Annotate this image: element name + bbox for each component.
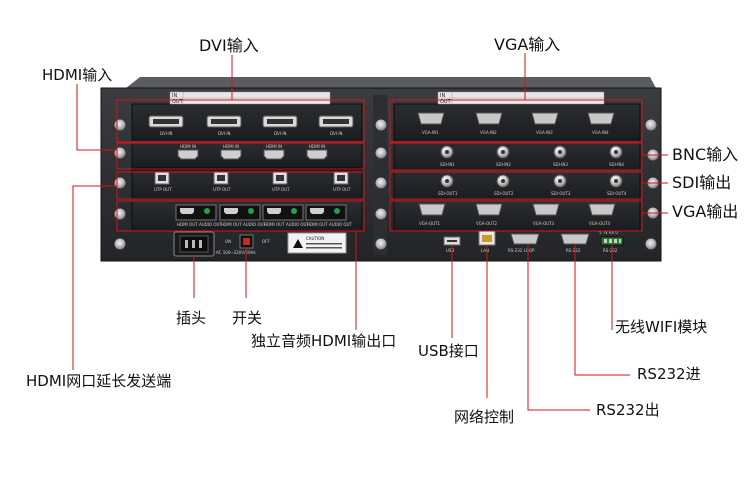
label-wifi: 无线WIFI模块 xyxy=(615,318,708,336)
hdmi-in-label-3: HDMI IN xyxy=(266,144,282,149)
usb-port-label: USB xyxy=(446,248,454,253)
vga-in-label-1: VGA-IN1 xyxy=(422,130,439,135)
wifi-port-label: RS-232 xyxy=(603,248,618,253)
vga-out-ports[interactable] xyxy=(418,203,616,216)
wifi-terminal[interactable] xyxy=(600,236,624,246)
sdi-in-label-1: SDI-IN1 xyxy=(440,162,455,167)
audio-out-label-2: AUDIO OUT xyxy=(243,222,266,227)
caution-title: CAUTION xyxy=(306,236,324,241)
sdi-in-label-2: SDI-IN2 xyxy=(496,162,511,167)
ac-rating-label: AC 100~220V/60Hz xyxy=(216,250,256,255)
hdmi-out-label-3: HDMI OUT xyxy=(264,222,285,227)
hdmi-in-label-1: HDMI IN xyxy=(180,144,196,149)
sdi-out-ports[interactable] xyxy=(440,174,623,188)
chassis-top xyxy=(126,77,656,88)
label-hdmi-in: HDMI输入 xyxy=(42,66,113,84)
audio-out-label-1: AUDIO OUT xyxy=(199,222,222,227)
hdmi-in-label-4: HDMI IN xyxy=(309,144,325,149)
label-sdi-out: SDI输出 xyxy=(672,173,732,192)
caution-sticker: CAUTION xyxy=(287,232,347,254)
label-hdmi-audio-out: 独立音频HDMI输出口 xyxy=(251,332,397,350)
dvi-label-2: DVI-IN xyxy=(218,131,231,136)
hdmi-out-ports[interactable] xyxy=(175,204,347,221)
dvi-label-4: DVI-IN xyxy=(330,131,343,136)
hdmi-out-label-1: HDMI OUT xyxy=(177,222,198,227)
vga-out-label-1: VGA-OUT1 xyxy=(419,221,441,226)
vga-in-label-3: VGA-IN3 xyxy=(536,130,553,135)
label-bnc-in: BNC输入 xyxy=(672,145,739,164)
vga-in-ports[interactable] xyxy=(417,112,615,125)
hdmi-out-label-2: HDMI OUT xyxy=(221,222,242,227)
label-vga-in: VGA输入 xyxy=(494,35,561,54)
label-rs232-in: RS232进 xyxy=(637,365,701,383)
label-net-ctrl: 网络控制 xyxy=(454,408,515,426)
sdi-out-card xyxy=(393,171,641,200)
vga-grid-in: IN xyxy=(440,93,445,99)
rs232-port[interactable] xyxy=(560,233,590,245)
svg-text:IN: IN xyxy=(172,93,177,99)
dvi-label-1: DVI-IN xyxy=(160,131,173,136)
dvi-ports[interactable] xyxy=(148,115,354,128)
label-vga-out: VGA输出 xyxy=(672,202,739,221)
sdi-out-label-1: SDI-OUT1 xyxy=(438,191,458,196)
lan-port-label: LAN xyxy=(481,248,489,253)
usb-port[interactable] xyxy=(443,236,461,246)
hdmi-in-ports[interactable] xyxy=(177,149,328,160)
utp-card xyxy=(131,169,363,200)
utp-ports[interactable] xyxy=(154,171,349,185)
label-hdmi-ext: HDMI网口延长发送端 xyxy=(26,372,172,390)
sdi-out-label-4: SDI-OUT4 xyxy=(607,191,627,196)
ttl-pin-label: 5 Tx Rx 0 xyxy=(599,230,618,235)
dvi-status-grid: IN OUT xyxy=(169,91,331,105)
label-rs232-out: RS232出 xyxy=(596,401,660,419)
hdmi-out-label-4: HDMI OUT xyxy=(307,222,328,227)
rs232-port-label: RS-232 xyxy=(566,248,581,253)
audio-out-label-4: AUDIO OUT xyxy=(329,222,352,227)
utp-label-1: UTP OUT xyxy=(154,187,172,192)
utp-label-4: UTP OUT xyxy=(333,187,351,192)
power-socket[interactable] xyxy=(173,231,215,257)
audio-out-label-3: AUDIO OUT xyxy=(286,222,309,227)
vga-status-grid: IN OUT xyxy=(437,91,605,105)
switch-off-label: OFF xyxy=(262,239,270,244)
svg-text:OUT: OUT xyxy=(172,99,184,105)
label-plug: 插头 xyxy=(176,309,207,327)
leader-lines xyxy=(72,53,668,411)
label-switch: 开关 xyxy=(232,309,263,327)
vga-in-label-2: VGA-IN2 xyxy=(480,130,497,135)
vga-in-label-4: VGA-IN4 xyxy=(592,130,609,135)
utp-label-3: UTP OUT xyxy=(272,187,290,192)
sdi-out-label-3: SDI-OUT3 xyxy=(551,191,571,196)
power-switch[interactable] xyxy=(239,234,254,249)
sdi-in-label-4: SDI-IN4 xyxy=(609,162,624,167)
bnc-in-ports[interactable] xyxy=(440,145,623,159)
label-dvi-in: DVI输入 xyxy=(199,36,259,55)
vga-grid-out: OUT xyxy=(440,99,452,105)
sdi-out-label-2: SDI-OUT2 xyxy=(494,191,514,196)
sdi-in-label-3: SDI-IN3 xyxy=(553,162,568,167)
vga-out-label-2: VGA-OUT2 xyxy=(476,221,498,226)
label-usb: USB接口 xyxy=(418,342,479,360)
rs232-loop-port[interactable] xyxy=(510,233,540,245)
utp-label-2: UTP OUT xyxy=(213,187,231,192)
lan-port[interactable] xyxy=(478,230,496,246)
vga-out-label-3: VGA-OUT3 xyxy=(533,221,555,226)
bnc-in-card xyxy=(393,141,641,171)
switch-on-label: ON xyxy=(225,239,231,244)
dvi-label-3: DVI-IN xyxy=(274,131,287,136)
hdmi-in-label-2: HDMI IN xyxy=(223,144,239,149)
vga-out-label-4: VGA-OUT4 xyxy=(589,221,611,226)
rs232-loop-label: RS-232 LOOP xyxy=(508,248,535,253)
